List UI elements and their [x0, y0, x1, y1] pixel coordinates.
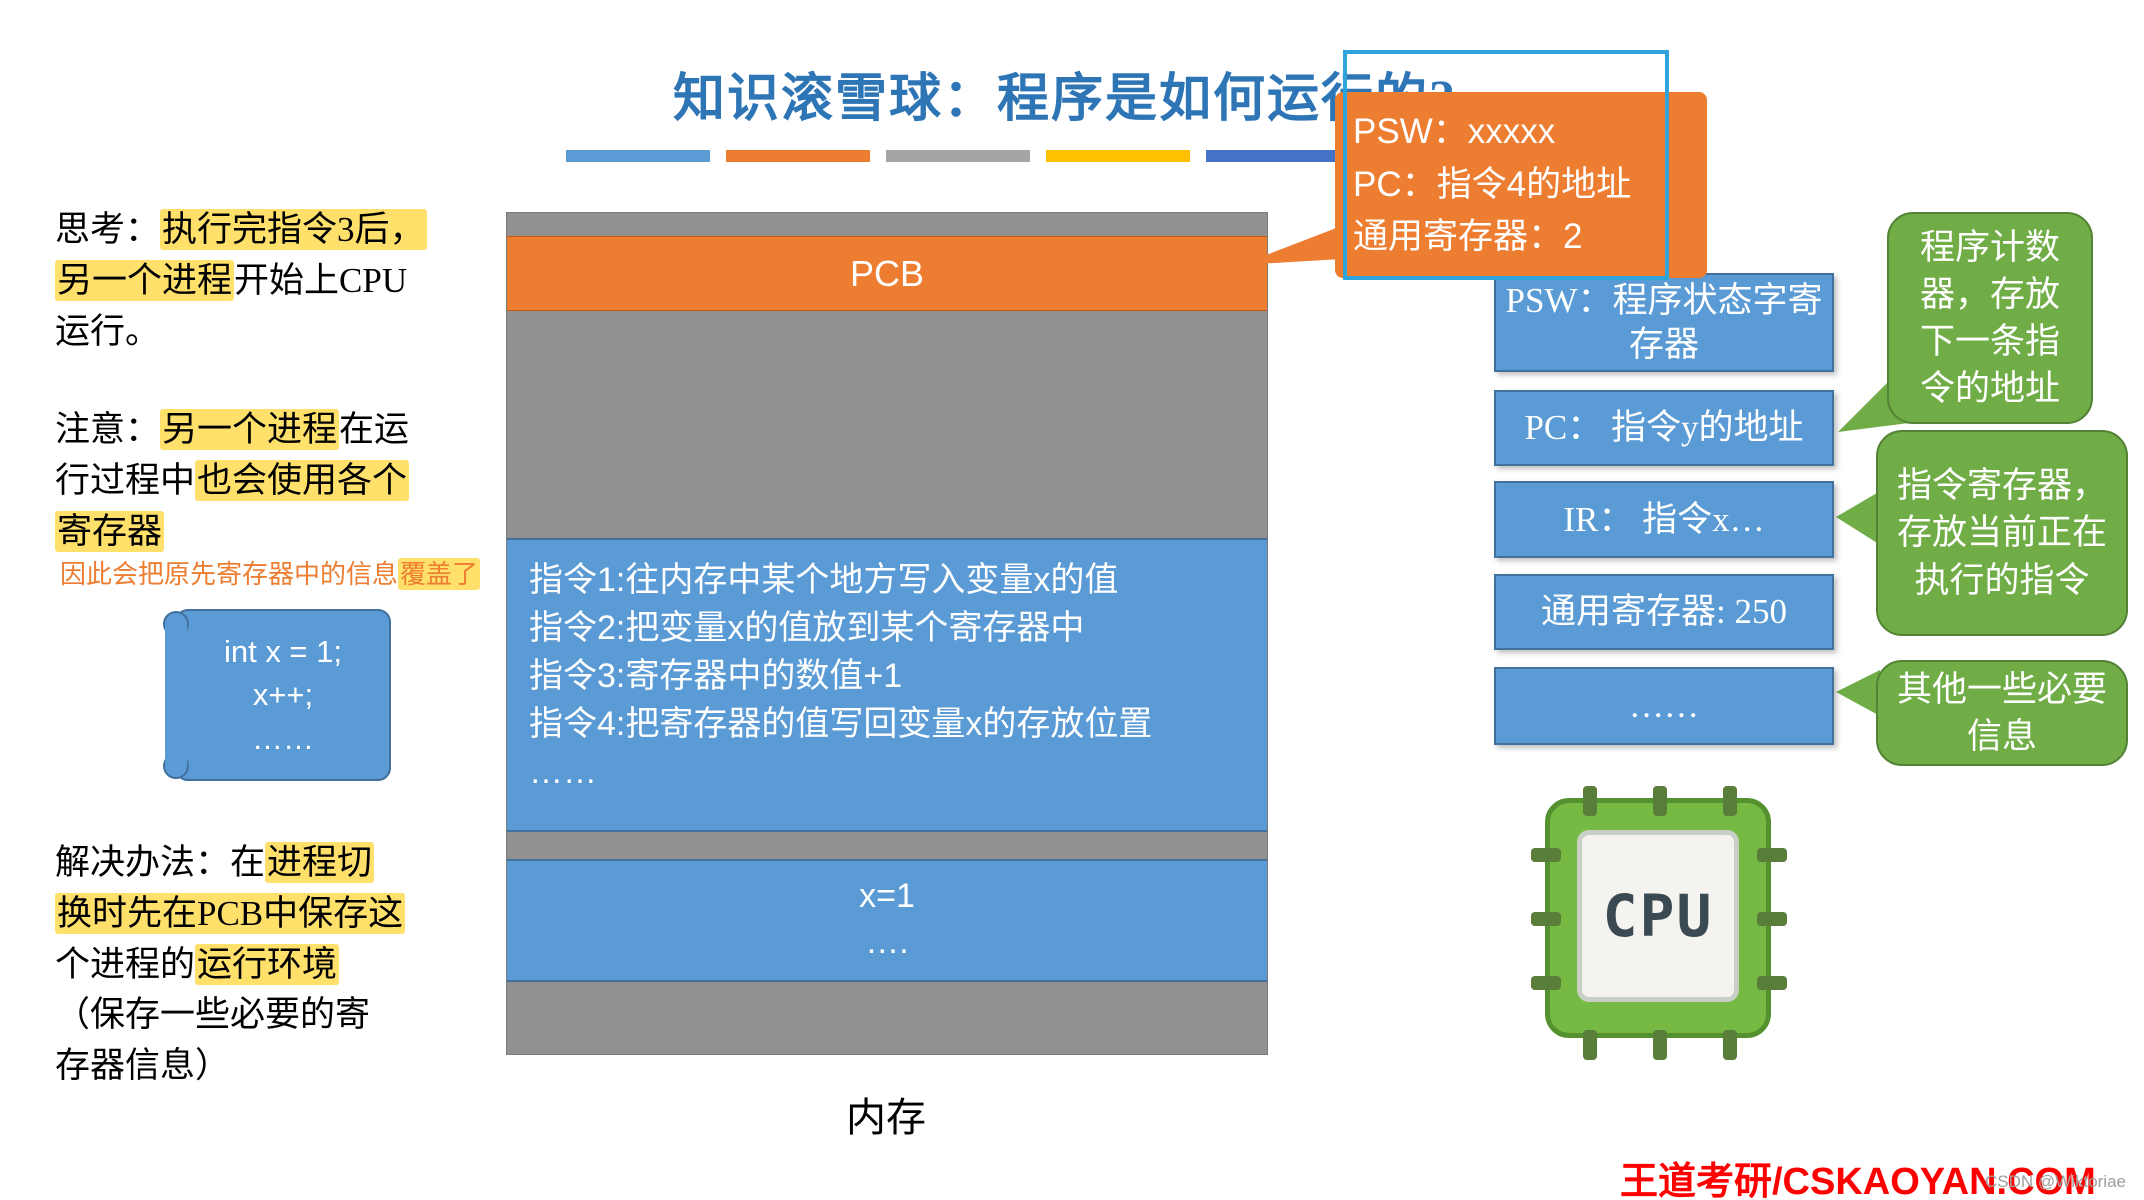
- cpu-pin: [1531, 912, 1561, 926]
- overwrite-note: 因此会把原先寄存器中的信息覆盖了: [60, 554, 580, 591]
- decor-bar-gray: [886, 150, 1030, 162]
- think-highlight: 另一个进程: [55, 259, 235, 301]
- notice-text: 行过程中: [55, 460, 196, 500]
- cpu-pin: [1757, 912, 1787, 926]
- memory-diagram: PCB 指令1:往内存中某个地方写入变量x的值 指令2:把变量x的值放到某个寄存…: [506, 212, 1268, 1055]
- decor-bar-orange: [726, 150, 870, 162]
- solution-note: 解决办法：在进程切 换时先在PCB中保存这 个进程的运行环境 （保存一些必要的寄…: [55, 838, 535, 1092]
- register-snapshot-callout: PSW：xxxxx PC：指令4的地址 通用寄存器：2: [1335, 92, 1707, 278]
- solution-line-4: （保存一些必要的寄: [55, 990, 535, 1041]
- solution-text: 解决办法：在: [55, 843, 266, 882]
- overwrite-text: 因此会把原先寄存器中的信息: [60, 559, 399, 589]
- cpu-pin: [1531, 976, 1561, 990]
- cpu-pin: [1583, 1030, 1597, 1060]
- notice-highlight: 寄存器: [55, 510, 165, 552]
- register-box-pc: PC： 指令y的地址: [1494, 390, 1834, 466]
- instruction-line: 指令4:把寄存器的值写回变量x的存放位置: [529, 705, 1153, 743]
- code-scroll: int x = 1; x++; ……: [150, 600, 400, 790]
- register-box-more: ……: [1494, 667, 1834, 745]
- cpu-chip-face: CPU: [1577, 830, 1739, 1002]
- think-note: 思考：执行完指令3后， 另一个进程开始上CPU 运行。: [55, 205, 535, 357]
- think-line-3: 运行。: [55, 307, 535, 358]
- think-text: 开始上CPU: [234, 260, 408, 300]
- think-line-1: 思考：执行完指令3后，: [55, 205, 535, 256]
- watermark-text: CSDN @Wiktoriae: [1985, 1172, 2126, 1191]
- brand-text: 王道考研/CSKAOYAN.COM: [1620, 1161, 2096, 1200]
- cpu-pin: [1531, 848, 1561, 862]
- snapshot-psw: PSW：xxxxx: [1353, 112, 1556, 151]
- cpu-pin: [1723, 1030, 1737, 1060]
- ir-explanation-callout: 指令寄存器，存放当前正在执行的指令: [1876, 430, 2128, 636]
- cpu-pin: [1757, 848, 1787, 862]
- instruction-block: 指令1:往内存中某个地方写入变量x的值 指令2:把变量x的值放到某个寄存器中 指…: [507, 538, 1267, 832]
- variable-ellipsis: ….: [865, 923, 909, 961]
- think-text: 思考：: [55, 210, 161, 249]
- cpu-label: CPU: [1602, 882, 1714, 950]
- decor-bar-darkblue: [1206, 150, 1350, 162]
- cpu-pin: [1757, 976, 1787, 990]
- overwrite-highlight: 覆盖了: [398, 558, 481, 590]
- solution-text: 存器信息）: [55, 1046, 231, 1085]
- notice-text: 注意：: [55, 410, 161, 449]
- green-callout-tail-3: [1836, 670, 1880, 716]
- pcb-label: PCB: [849, 252, 925, 294]
- solution-line-1: 解决办法：在进程切: [55, 838, 535, 889]
- think-line-2: 另一个进程开始上CPU: [55, 256, 535, 307]
- solution-highlight: 换时先在PCB中保存这: [55, 892, 406, 934]
- notice-text: 在运: [339, 410, 410, 449]
- scroll-shape-icon: [163, 609, 391, 781]
- cpu-pin: [1583, 786, 1597, 816]
- cpu-pin: [1653, 786, 1667, 816]
- cpu-pin: [1653, 1030, 1667, 1060]
- cpu-pin: [1723, 786, 1737, 816]
- code-line: x++;: [252, 677, 314, 713]
- notice-note: 注意：另一个进程在运 行过程中也会使用各个 寄存器: [55, 405, 535, 557]
- decor-bar-yellow: [1046, 150, 1190, 162]
- code-line: ……: [252, 720, 314, 756]
- instruction-line: 指令2:把变量x的值放到某个寄存器中: [529, 609, 1085, 647]
- code-scroll-text: int x = 1; x++; ……: [176, 610, 390, 780]
- pc-explanation-callout: 程序计数器，存放下一条指令的地址: [1887, 212, 2093, 424]
- solution-text: 个进程的: [55, 944, 196, 984]
- register-box-ir: IR： 指令x…: [1494, 481, 1834, 558]
- notice-line-2: 行过程中也会使用各个: [55, 456, 535, 507]
- think-text: 运行。: [55, 311, 161, 351]
- register-box-psw: PSW：程序状态字寄存器: [1494, 273, 1834, 372]
- snapshot-general-register: 通用寄存器：2: [1353, 217, 1583, 256]
- solution-highlight: 运行环境: [195, 943, 340, 985]
- think-highlight: 执行完指令3后，: [160, 209, 427, 250]
- notice-line-1: 注意：另一个进程在运: [55, 405, 535, 456]
- variable-value: x=1: [859, 877, 915, 915]
- notice-highlight: 另一个进程: [160, 409, 340, 450]
- solution-line-5: 存器信息）: [55, 1041, 535, 1092]
- title-underline-bars: [566, 150, 1356, 162]
- instruction-line: ……: [529, 753, 597, 791]
- solution-highlight: 进程切: [265, 842, 375, 883]
- register-box-general: 通用寄存器: 250: [1494, 574, 1834, 650]
- notice-line-3: 寄存器: [55, 507, 535, 558]
- solution-line-2: 换时先在PCB中保存这: [55, 889, 535, 940]
- instruction-line: 指令1:往内存中某个地方写入变量x的值: [529, 561, 1119, 599]
- notice-highlight: 也会使用各个: [195, 459, 410, 501]
- variable-block: x=1 ….: [507, 859, 1267, 982]
- snapshot-pc: PC：指令4的地址: [1353, 164, 1632, 204]
- solution-line-3: 个进程的运行环境: [55, 940, 535, 991]
- instruction-line: 指令3:寄存器中的数值+1: [529, 657, 903, 695]
- memory-caption: 内存: [846, 1095, 926, 1140]
- decor-bar-blue: [566, 150, 710, 162]
- other-info-callout: 其他一些必要信息: [1876, 660, 2128, 766]
- cpu-chip-icon: CPU: [1531, 786, 1791, 1060]
- code-line: int x = 1;: [223, 633, 343, 669]
- pcb-block: PCB: [507, 236, 1267, 311]
- page-title: 知识滚雪球：程序是如何运行的?: [672, 71, 1457, 128]
- solution-text: （保存一些必要的寄: [55, 995, 371, 1035]
